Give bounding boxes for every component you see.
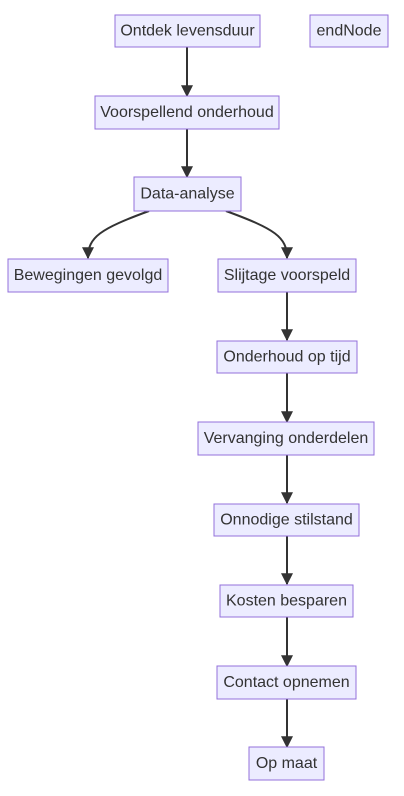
node-label: Voorspellend onderhoud xyxy=(100,104,273,121)
node-contact-opnemen: Contact opnemen xyxy=(216,665,357,700)
node-label: Slijtage voorspeld xyxy=(224,267,350,284)
edges xyxy=(82,47,293,749)
node-ontdek-levensduur: Ontdek levensduur xyxy=(114,14,261,48)
node-data-analyse: Data-analyse xyxy=(133,176,242,212)
node-label: Kosten besparen xyxy=(226,593,347,610)
node-kosten-besparen: Kosten besparen xyxy=(219,584,354,618)
node-slijtage-voorspeld: Slijtage voorspeld xyxy=(217,258,357,293)
edge-data-analyse-slijtage xyxy=(225,210,293,260)
node-label: Ontdek levensduur xyxy=(120,23,255,40)
node-label: endNode xyxy=(317,23,382,40)
node-label: Data-analyse xyxy=(140,186,234,203)
node-label: Op maat xyxy=(256,755,318,772)
node-label: Contact opnemen xyxy=(223,674,349,691)
node-bewegingen-gevolgd: Bewegingen gevolgd xyxy=(7,258,169,293)
node-label: Bewegingen gevolgd xyxy=(14,267,163,284)
node-endnode: endNode xyxy=(309,14,389,48)
node-voorspellend-onderhoud: Voorspellend onderhoud xyxy=(94,95,280,130)
node-vervanging-onderdelen: Vervanging onderdelen xyxy=(197,421,375,456)
node-onderhoud-op-tijd: Onderhoud op tijd xyxy=(216,340,358,374)
node-op-maat: Op maat xyxy=(248,746,325,781)
node-label: Vervanging onderdelen xyxy=(204,430,369,447)
node-label: Onnodige stilstand xyxy=(220,512,353,529)
node-onnodige-stilstand: Onnodige stilstand xyxy=(213,503,360,537)
node-label: Onderhoud op tijd xyxy=(223,349,350,366)
edge-data-analyse-bewegingen xyxy=(82,210,150,260)
